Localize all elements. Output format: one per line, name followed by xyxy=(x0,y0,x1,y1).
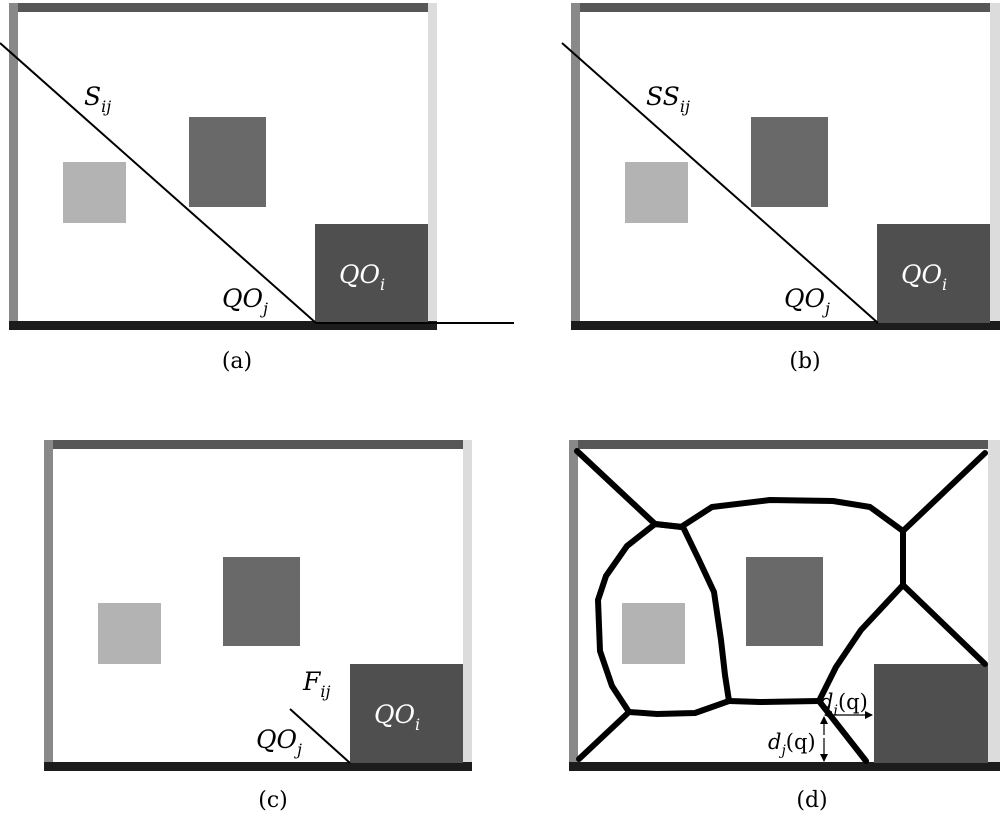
separating-segment xyxy=(561,42,879,324)
label-dj-q: dj(q) xyxy=(768,730,816,759)
right-wall xyxy=(428,3,437,330)
caption-c: (c) xyxy=(258,788,288,813)
panel-c: Fij QOj QOi (c) xyxy=(44,440,472,813)
bottom-wall xyxy=(569,762,1000,771)
obstacle-light xyxy=(625,162,688,223)
obstacle-qoi xyxy=(877,224,990,323)
voronoi-edge xyxy=(576,709,632,762)
obstacle-mid xyxy=(751,117,828,207)
right-wall xyxy=(990,3,1000,330)
voronoi-edge xyxy=(726,698,822,705)
obstacle-qoi xyxy=(350,664,463,763)
label-qo-i: QOi xyxy=(374,700,420,734)
left-wall xyxy=(9,3,18,330)
label-f-ij: Fij xyxy=(302,667,330,701)
label-qo-j: QOj xyxy=(784,284,830,318)
top-wall xyxy=(44,440,472,449)
label-qo-i: QOi xyxy=(901,260,947,294)
left-wall xyxy=(571,3,580,330)
caption-b: (b) xyxy=(789,349,820,374)
obstacle-mid xyxy=(189,117,266,207)
top-wall xyxy=(9,3,437,12)
obstacle-qoi xyxy=(315,224,428,323)
bottom-wall xyxy=(571,321,1000,330)
label-s-ij: Sij xyxy=(84,82,111,116)
obstacle-mid xyxy=(223,557,300,646)
caption-a: (a) xyxy=(222,349,252,374)
obstacle-light xyxy=(63,162,126,223)
caption-d: (d) xyxy=(796,788,827,813)
voronoi-edge xyxy=(595,521,658,715)
bottom-wall xyxy=(9,321,437,330)
voronoi-edge xyxy=(900,450,988,534)
label-di-q: di(q) xyxy=(820,690,868,719)
label-qo-j: QOj xyxy=(256,725,302,759)
obstacle-mid xyxy=(746,557,823,646)
top-wall xyxy=(571,3,1000,12)
voronoi-edge xyxy=(900,582,988,667)
panel-a: Sij QOj QOi (a) xyxy=(0,3,514,374)
left-wall xyxy=(569,440,578,771)
panel-d: di(q) dj(q) (d) xyxy=(569,440,1000,813)
voronoi-edge xyxy=(626,698,732,717)
voronoi-edge xyxy=(574,448,658,527)
voronoi-edge xyxy=(652,521,732,704)
voronoi-edge xyxy=(816,582,906,704)
obstacle-light xyxy=(622,603,685,664)
right-wall xyxy=(988,440,1000,771)
voronoi-roadmap xyxy=(574,448,988,764)
right-wall xyxy=(463,440,472,771)
label-ss-ij: SSij xyxy=(646,82,690,116)
obstacle-light xyxy=(98,603,161,664)
label-qo-j: QOj xyxy=(222,284,268,318)
bottom-wall xyxy=(44,762,472,771)
separating-line xyxy=(0,42,317,324)
panel-b: SSij QOj QOi (b) xyxy=(561,3,1000,374)
separating-segment xyxy=(289,708,351,764)
top-wall xyxy=(569,440,1000,449)
label-qo-i: QOi xyxy=(339,260,385,294)
left-wall xyxy=(44,440,53,771)
obstacle-qoi xyxy=(874,664,988,763)
